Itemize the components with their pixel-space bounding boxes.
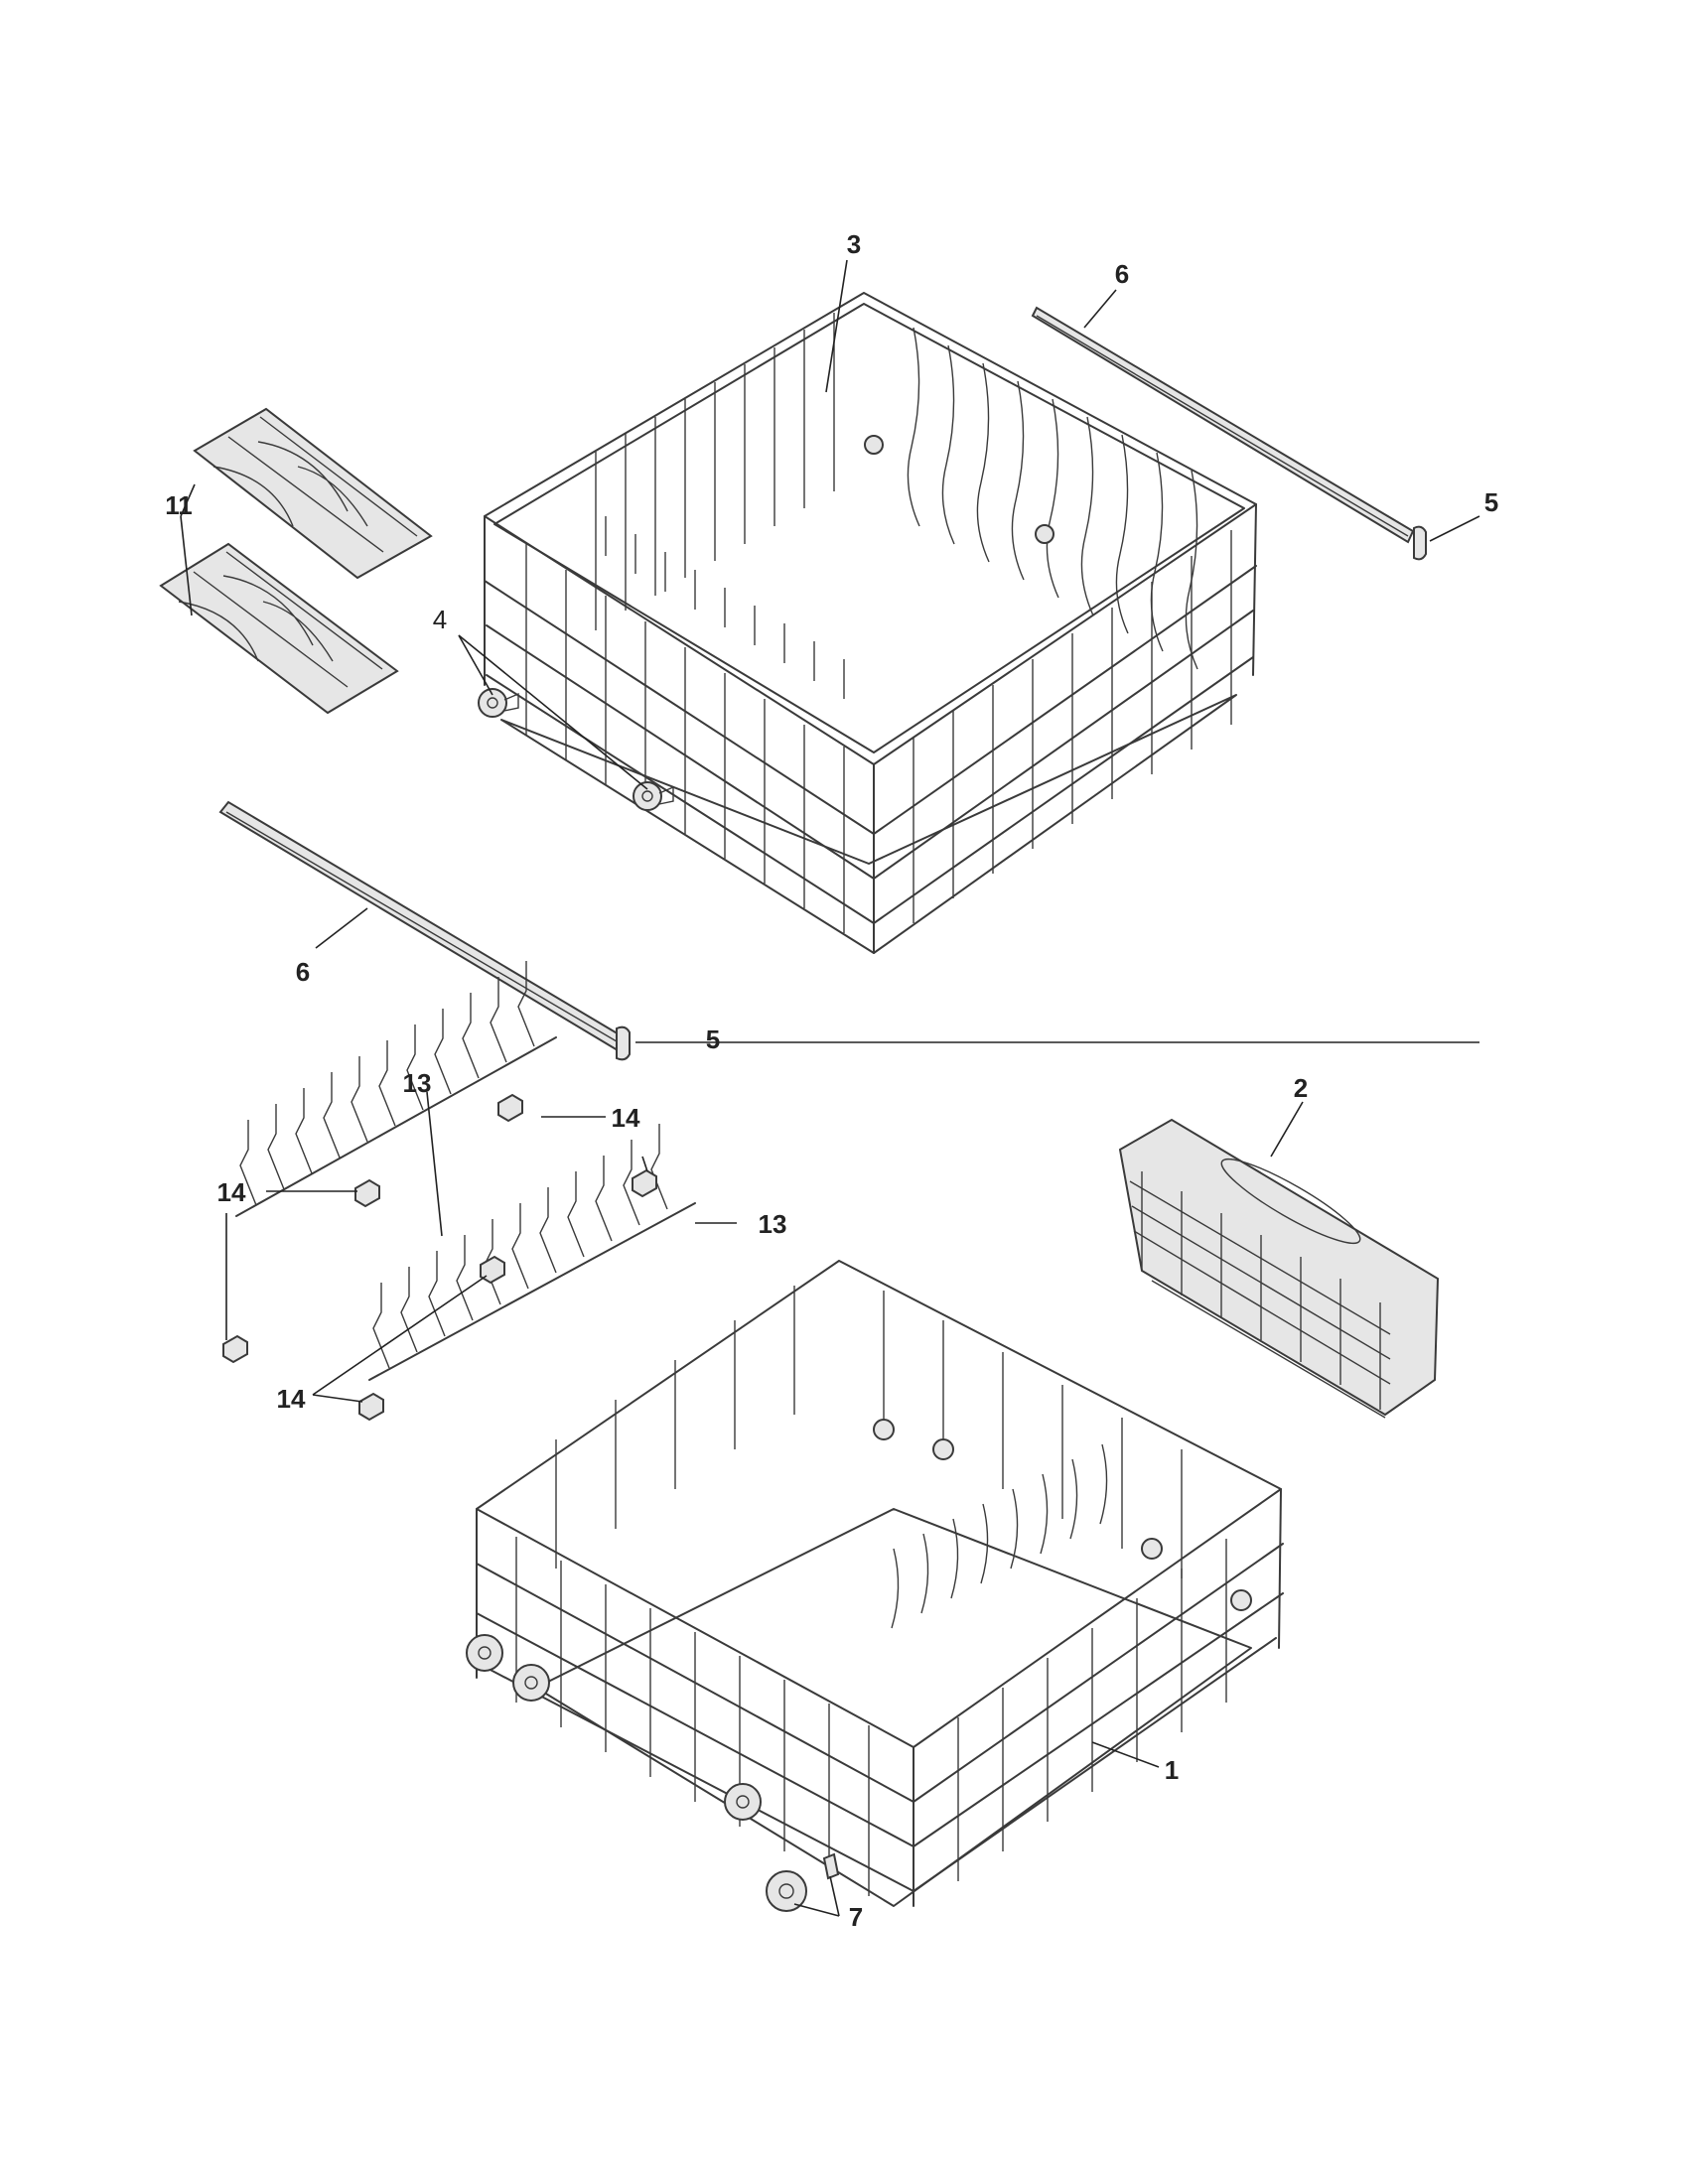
tine-clip-2[interactable] (354, 1178, 380, 1208)
callout-2: 2 (1294, 1073, 1308, 1103)
leader-lines (180, 259, 1480, 1917)
rack-roller-1[interactable] (478, 688, 519, 718)
callout-13-left: 13 (403, 1068, 432, 1098)
tine-clip-1[interactable] (497, 1093, 523, 1123)
wheel-axle[interactable] (822, 1852, 840, 1880)
callout-4: 4 (433, 605, 447, 634)
end-cap-upper[interactable] (1413, 525, 1427, 561)
tine-clip-5[interactable] (480, 1255, 505, 1285)
callout-6-upper: 6 (1115, 259, 1129, 289)
callout-6-lower: 6 (296, 957, 310, 987)
rack-insert-bottom[interactable] (159, 542, 399, 715)
callout-5-lower: 5 (706, 1024, 720, 1054)
tine-clip-4[interactable] (222, 1334, 248, 1364)
callout-1: 1 (1165, 1755, 1179, 1785)
rack-wheel[interactable] (766, 1870, 807, 1912)
folding-tine-row-2[interactable] (368, 1124, 696, 1381)
callout-5-upper: 5 (1484, 487, 1498, 517)
callout-7: 7 (849, 1902, 863, 1932)
rack-roller-2[interactable] (633, 781, 674, 811)
end-cap-lower[interactable] (616, 1025, 631, 1061)
callout-11: 11 (165, 490, 193, 520)
tine-clip-6[interactable] (358, 1392, 384, 1422)
cutlery-basket[interactable] (1118, 1118, 1440, 1419)
callout-14-left: 14 (217, 1177, 246, 1207)
callout-14-top: 14 (612, 1103, 640, 1133)
folding-tine-row-1[interactable] (235, 961, 557, 1217)
tine-clip-3[interactable] (632, 1168, 657, 1198)
rack-rail-lower[interactable] (218, 800, 628, 1052)
callout-3: 3 (847, 229, 861, 259)
upper-rack[interactable] (484, 292, 1257, 954)
lower-rack[interactable] (466, 1260, 1284, 1907)
callout-14-bottom: 14 (277, 1384, 306, 1414)
callout-13-right: 13 (759, 1209, 787, 1239)
rack-insert-top[interactable] (193, 407, 433, 580)
